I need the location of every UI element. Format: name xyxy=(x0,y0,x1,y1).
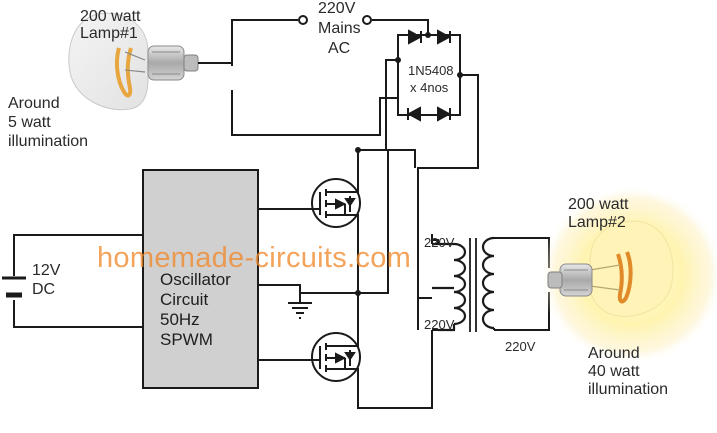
lamp-1-title-line2: Lamp#1 xyxy=(80,25,138,42)
mains-terminal-right xyxy=(362,15,372,25)
mains-terminal-left xyxy=(298,15,308,25)
lamp-2-note-line3: illumination xyxy=(588,381,669,398)
transformer-upper-label: 220V xyxy=(424,235,455,250)
mains-label-line1: 220V xyxy=(318,0,356,17)
mosfet-2-icon xyxy=(311,332,361,382)
oscillator-label-line3: 50Hz xyxy=(160,310,200,329)
mosfet-1-icon xyxy=(311,178,361,228)
wire-mains-top xyxy=(231,19,298,60)
battery-label-line1: 12V xyxy=(32,262,61,279)
wire-ground xyxy=(258,284,358,294)
bridge-rectifier xyxy=(406,29,452,122)
wire-secondary-top xyxy=(494,237,550,268)
oscillator-label-line2: Circuit xyxy=(160,290,209,309)
transformer-icon xyxy=(432,236,496,332)
wire-q2-source xyxy=(357,330,433,409)
oscillator-label-line4: SPWM xyxy=(160,330,213,349)
bridge-label-line1: 1N5408 xyxy=(408,63,454,78)
ground-icon xyxy=(288,302,312,319)
battery-label-line2: DC xyxy=(32,281,56,298)
wire-primary-top xyxy=(358,149,416,168)
oscillator-label-line1: Oscillator xyxy=(160,270,231,289)
lamp-1-note-line3: illumination xyxy=(8,133,89,150)
transformer-secondary-label: 220V xyxy=(505,339,536,354)
battery-symbol xyxy=(2,276,26,298)
oscillator-block xyxy=(142,169,259,389)
mains-label-line3: AC xyxy=(328,40,351,57)
lamp-2-title-line2: Lamp#2 xyxy=(568,214,626,231)
lamp-2-note-line1: Around xyxy=(588,345,640,362)
lamp-2-icon xyxy=(540,185,717,365)
wire-mains-bottom xyxy=(231,90,396,136)
wire-battery-top xyxy=(13,234,143,276)
wire-secondary-bottom xyxy=(494,292,550,331)
lamp-1-note-line2: 5 watt xyxy=(8,114,51,131)
wire-battery-bottom xyxy=(13,300,143,328)
bridge-label-line2: x 4nos xyxy=(410,80,449,95)
watermark: homemade-circuits.com xyxy=(97,242,412,274)
transformer-lower-label: 220V xyxy=(424,317,455,332)
mains-label-line2: Mains xyxy=(318,20,361,37)
lamp-1-title-line1: 200 watt xyxy=(80,8,141,25)
lamp-1-icon xyxy=(68,12,233,111)
lamp-2-note-line2: 40 watt xyxy=(588,363,640,380)
lamp-1-note-line1: Around xyxy=(8,95,60,112)
lamp-2-title-line1: 200 watt xyxy=(568,196,629,213)
